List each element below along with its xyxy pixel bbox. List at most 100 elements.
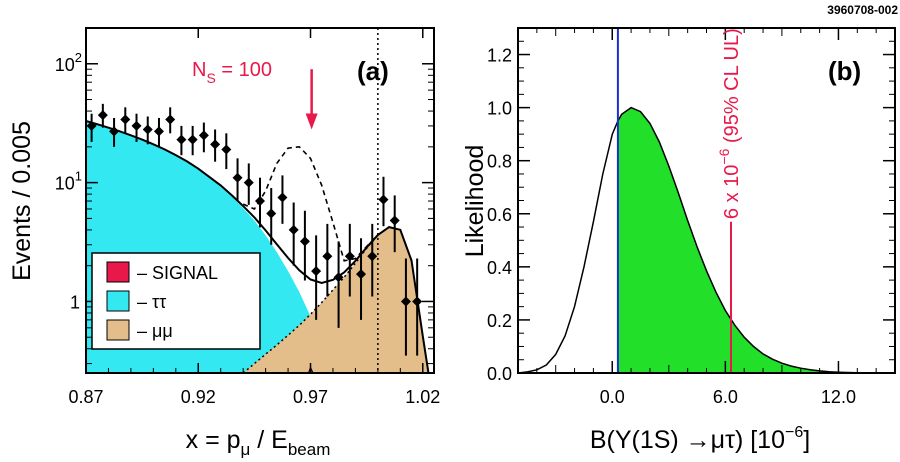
panel-label-b: (b) (828, 56, 861, 86)
figure-id: 3960708-002 (827, 3, 898, 17)
data-points (86, 103, 423, 356)
data-point (153, 117, 164, 147)
x-axis-label-a-sub2: beam (288, 440, 331, 459)
x-tick-label: 0.87 (68, 387, 103, 407)
data-point (198, 122, 209, 153)
y-tick-label: 0.8 (487, 152, 512, 172)
point-marker (187, 134, 198, 145)
data-point (299, 210, 310, 281)
x-tick-label: 0.92 (181, 387, 216, 407)
data-point (367, 223, 378, 297)
data-point (412, 258, 423, 356)
likelihood-curve (518, 106, 895, 373)
point-marker (165, 114, 176, 125)
data-point (400, 258, 411, 356)
y-tick-label: 1.0 (487, 99, 512, 119)
point-marker (356, 269, 367, 280)
data-point (266, 188, 277, 245)
x-axis-label-a-sub1: μ (241, 440, 251, 459)
point-marker (255, 196, 265, 207)
data-point (109, 117, 120, 147)
ns-annotation-label: NS = 100 (192, 59, 272, 86)
data-point (322, 223, 333, 297)
data-point (142, 116, 153, 145)
point-marker (221, 144, 232, 155)
x-tick-label: 12.0 (821, 387, 856, 407)
data-point (97, 103, 108, 128)
data-point (232, 158, 243, 202)
ns-annotation-sub: S (206, 70, 215, 86)
point-marker (243, 177, 254, 188)
ns-arrow-head (305, 113, 318, 130)
y-tick-label: 0.4 (487, 258, 512, 278)
x-axis-label-b-end: ] (803, 426, 810, 454)
point-marker (367, 251, 378, 262)
x-axis-label-b: B(Υ(1S) →μτ) [10−6] (590, 424, 810, 454)
legend: – SIGNAL – ττ – μμ (91, 252, 261, 350)
data-point (288, 202, 299, 266)
legend-label-signal: – SIGNAL (137, 263, 218, 283)
x-tick-label: 1.02 (405, 387, 440, 407)
ns-annotation-main: N (192, 59, 206, 81)
legend-label-mumu: – μμ (137, 321, 173, 341)
point-marker (378, 194, 389, 205)
data-point (389, 195, 400, 253)
point-marker (232, 172, 243, 183)
y-tick-label: 101 (55, 169, 82, 194)
point-marker (176, 134, 187, 145)
mumu-area (243, 227, 429, 373)
y-tick-label: 102 (55, 50, 82, 75)
x-tick-label: 0.97 (293, 387, 328, 407)
point-marker (120, 114, 131, 125)
data-point (120, 107, 131, 134)
point-marker (288, 224, 299, 235)
point-marker (389, 215, 400, 226)
y-tick-label: 1.2 (487, 46, 512, 66)
data-point (187, 125, 198, 156)
data-point (333, 241, 344, 328)
point-marker (153, 126, 164, 137)
y-tick-label: 0.6 (487, 205, 512, 225)
legend-swatch-signal (106, 261, 130, 283)
upper-limit-label-main: 6 x 10 (721, 165, 743, 219)
x-axis-label-a-main: x = p (186, 426, 241, 454)
x-axis-label-a-mid: / E (250, 426, 288, 454)
legend-swatch-mumu (106, 319, 130, 341)
point-marker (400, 296, 411, 307)
point-marker (198, 130, 209, 141)
x-axis-label-b-main: B(Υ(1S) →μτ) [10 (590, 426, 785, 454)
point-marker (97, 110, 108, 121)
data-point (243, 163, 254, 205)
y-axis-label-b: Likelihood (461, 145, 489, 258)
data-point (255, 177, 265, 228)
point-marker (131, 120, 142, 131)
x-tick-label: 6.0 (713, 387, 738, 407)
legend-label-tautau: – ττ (137, 292, 166, 312)
y-axis-label-a: Events / 0.005 (8, 121, 36, 281)
data-point (131, 113, 142, 142)
data-point (277, 175, 288, 224)
upper-limit-label: 6 x 10−6 (95% CL UL) (716, 28, 743, 219)
point-marker (333, 272, 344, 283)
legend-swatch-tautau (106, 290, 130, 312)
data-point (210, 129, 221, 162)
point-marker (322, 251, 333, 262)
panel-b-fills (518, 28, 895, 373)
point-marker (277, 192, 288, 203)
point-marker (109, 126, 120, 137)
data-point (378, 176, 389, 227)
data-point (165, 107, 176, 134)
data-point (344, 223, 355, 297)
x-tick-label: 0.0 (600, 387, 625, 407)
ns-annotation-rest: = 100 (216, 59, 272, 81)
y-tick-label: 0.0 (487, 364, 512, 384)
point-marker (412, 296, 423, 307)
upper-limit-label-sup: −6 (716, 148, 732, 164)
ns100-dashed-curve (242, 145, 379, 262)
upper-limit-label-rest: (95% CL UL) (721, 28, 743, 148)
data-point (221, 133, 232, 170)
data-point (176, 125, 187, 156)
